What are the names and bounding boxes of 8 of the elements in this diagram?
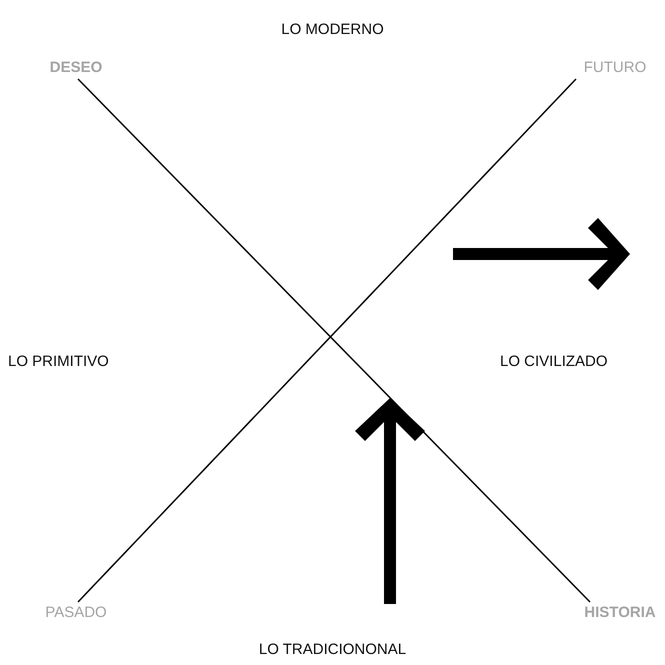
axis-end-label: DESEO — [36, 57, 116, 79]
axis-end-label: PASADO — [34, 602, 118, 624]
quadrant-label: LO TRADICIONONAL — [258, 640, 406, 660]
axis-end-label: HISTORIA — [578, 602, 662, 624]
quadrant-label: LO CIVILIZADO — [500, 353, 608, 370]
axis-end-label: FUTURO — [572, 57, 658, 79]
quadrant-label: LO MODERNO — [281, 20, 384, 40]
quadrant-label: LO PRIMITIVO — [8, 353, 109, 370]
